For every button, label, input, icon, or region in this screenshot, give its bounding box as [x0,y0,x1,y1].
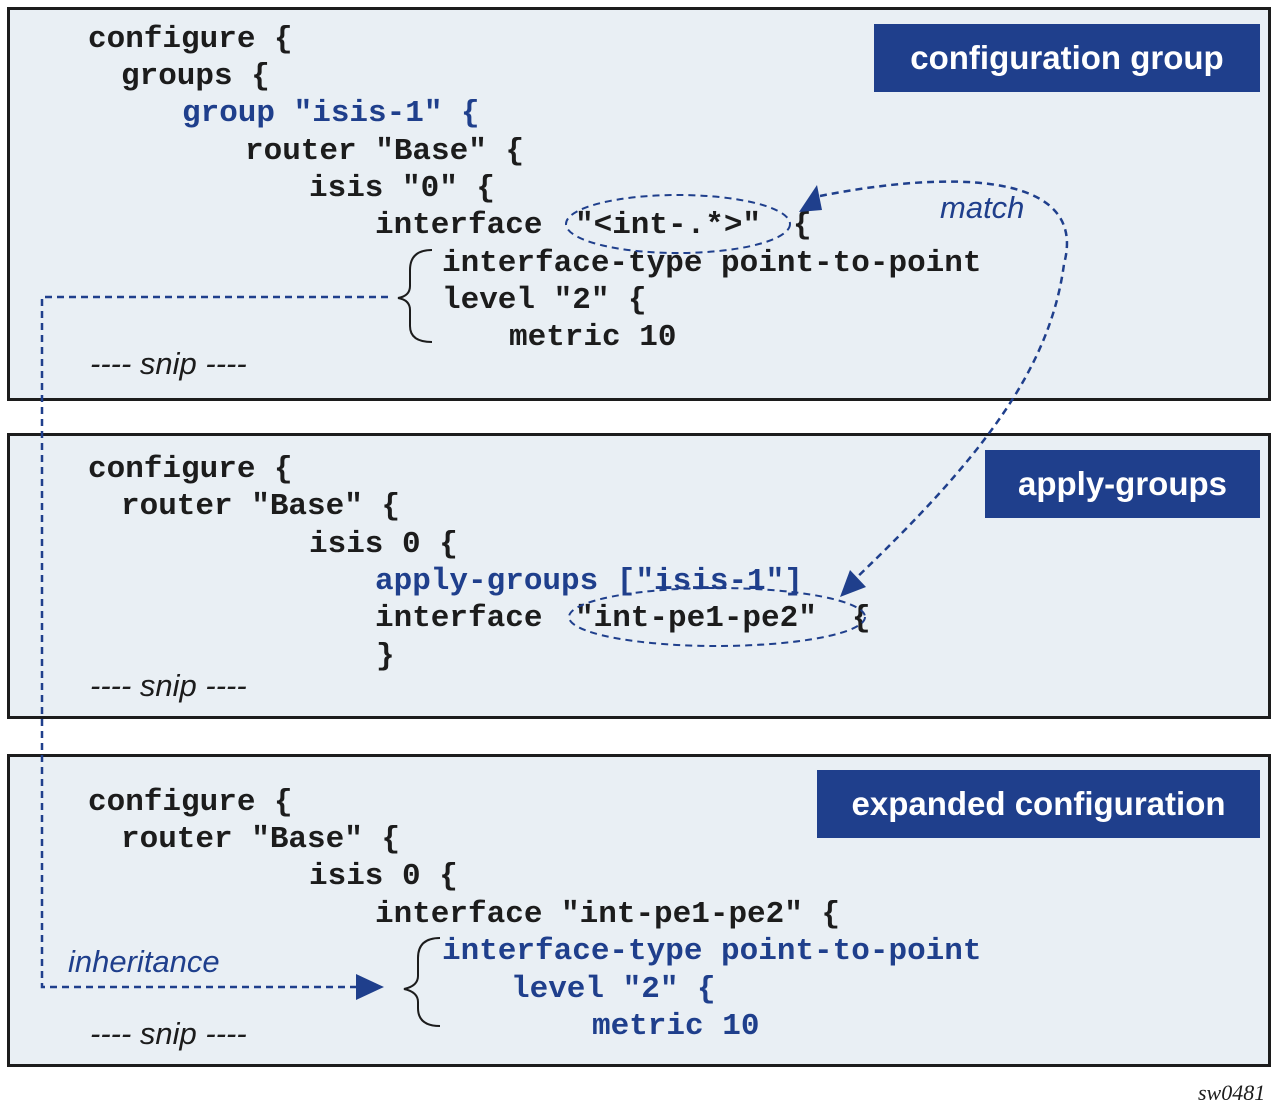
code-line-inherited: interface-type point-to-point [442,934,982,969]
code-line: router "Base" { [121,822,401,857]
code-line: router "Base" { [121,489,401,524]
snip-marker: ---- snip ---- [90,346,247,381]
apply-groups-label: apply-groups [985,450,1260,518]
code-line-interface-keyword: interface [375,208,543,243]
code-line: metric 10 [509,320,677,355]
code-line-brace: { [793,208,812,243]
code-line-inherited: level "2" { [511,972,716,1007]
code-line: configure { [88,785,293,820]
inheritance-arrowhead [356,974,384,1000]
match-arrow [819,180,1068,583]
code-line-group: group "isis-1" { [182,96,480,131]
snip-marker: ---- snip ---- [90,1016,247,1051]
code-line: configure { [88,22,293,57]
brace-expanded-panel [403,937,441,1027]
code-line: isis 0 { [309,527,458,562]
code-line: isis 0 { [309,859,458,894]
interface-name-ellipse [568,587,866,647]
code-line: } [376,639,395,674]
inheritance-arrow [40,295,388,989]
code-line: router "Base" { [245,134,525,169]
match-arrowhead-top [799,185,822,212]
brace-group-panel [397,249,433,343]
match-arrowhead-bottom [840,570,866,597]
expanded-configuration-label: expanded configuration [817,770,1260,838]
snip-marker: ---- snip ---- [90,668,247,703]
code-line: isis "0" { [309,171,496,206]
code-line: interface-type point-to-point [442,246,982,281]
code-line-interface-keyword: interface [375,601,543,636]
match-pattern-ellipse [565,194,791,254]
inheritance-annotation: inheritance [68,944,220,979]
code-line: interface "int-pe1-pe2" { [375,897,841,932]
code-line-interface-pattern: "<int-.*>" [575,208,762,243]
code-line: level "2" { [442,283,647,318]
match-annotation: match [940,190,1025,225]
code-line: configure { [88,452,293,487]
code-line-interface-name: "int-pe1-pe2" [575,601,817,636]
configuration-group-label: configuration group [874,24,1260,92]
code-line: groups { [121,59,270,94]
code-line-apply-groups: apply-groups ["isis-1"] [375,564,803,599]
code-line-inherited: metric 10 [592,1009,760,1044]
figure-id: sw0481 [1198,1080,1266,1105]
